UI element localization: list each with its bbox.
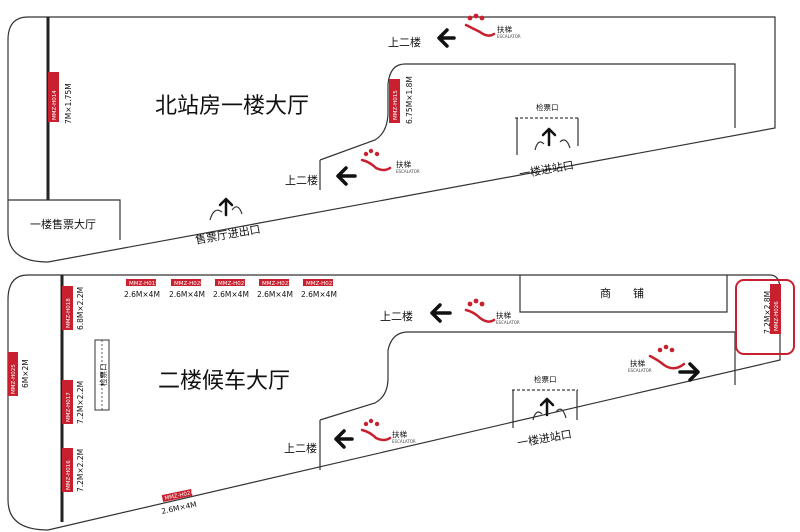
floor1-ticket-hall-box bbox=[8, 199, 121, 240]
floor2-top-ads: MMZ-H019 2.6M×4M MMZ-H020 2.6M×4M MMZ-H0… bbox=[124, 279, 337, 299]
arrow-right-icon bbox=[678, 362, 700, 382]
door-icon bbox=[209, 206, 243, 221]
floor2-shop-label: 商 铺 bbox=[600, 286, 644, 300]
escalator-icon bbox=[464, 298, 496, 323]
ad-badge-h021 bbox=[215, 279, 245, 286]
escalator-icon bbox=[360, 148, 392, 172]
ad-size-h019: 2.6M×4M bbox=[124, 290, 160, 299]
floor2-escalator-sub-right: ESCALATOR bbox=[628, 368, 652, 373]
ad-size-h017: 7.2M×2.2M bbox=[76, 381, 85, 424]
floor2-entrance-label: 一楼进站口 bbox=[516, 427, 573, 450]
ad-code-h023: MMZ-H023 bbox=[306, 281, 336, 287]
floor1-entrance-label: 一楼进站口 bbox=[518, 158, 575, 181]
arrow-left-icon bbox=[336, 166, 357, 186]
ad-size-h026: 7.2M×2.8M bbox=[763, 291, 772, 334]
floor1-escalator-sub-top: ESCALATOR bbox=[497, 34, 521, 39]
ad-size-h018: 6.8M×2.2M bbox=[76, 287, 85, 330]
ad-code-h017: MMZ-H017 bbox=[66, 392, 72, 422]
ad-size-h021: 2.6M×4M bbox=[213, 290, 249, 299]
ad-badge-h016 bbox=[62, 448, 73, 492]
ad-badge-h025 bbox=[8, 352, 18, 396]
ad-code-h022: MMZ-H022 bbox=[262, 281, 292, 287]
arrow-left-icon bbox=[430, 303, 452, 323]
ad-code-h019: MMZ-H019 bbox=[129, 281, 159, 287]
ad-code-h025: MMZ-H025 bbox=[11, 364, 17, 394]
ad-badge-h014 bbox=[48, 72, 59, 122]
escalator-icon bbox=[464, 13, 496, 37]
floor2-shop-box bbox=[519, 275, 728, 313]
arrow-left-icon bbox=[437, 28, 456, 48]
floor1-escalator-sub-mid: ESCALATOR bbox=[396, 169, 420, 174]
floor2-inner-wall bbox=[319, 331, 736, 470]
floor2-gate-label: 检票口 bbox=[534, 374, 557, 384]
floor2-left-gate-label: 检票口 bbox=[98, 364, 108, 387]
floor1-escalator-label-mid: 扶梯 bbox=[396, 159, 411, 169]
floor1-exit-label: 售票厅进出口 bbox=[194, 222, 261, 247]
ad-badge-h020 bbox=[171, 279, 201, 286]
escalator-icon bbox=[360, 418, 392, 442]
ad-code-h015: MMZ-H015 bbox=[393, 90, 399, 120]
ad-badge-h018 bbox=[62, 286, 73, 330]
highlight-frame-h026 bbox=[735, 279, 795, 355]
floor2-outline bbox=[7, 274, 781, 531]
ad-code-h018: MMZ-H018 bbox=[66, 298, 72, 328]
escalator-icon bbox=[648, 344, 686, 370]
floor2-plan: 商 铺 二楼候车大厅 MMZ-H019 2.6M×4M MMZ-H020 2.6… bbox=[7, 274, 795, 531]
door-icon bbox=[532, 408, 567, 421]
floor2-escalator-label-right: 扶梯 bbox=[630, 358, 645, 368]
arrow-up-icon bbox=[539, 397, 555, 417]
floor1-ticket-hall-label: 一楼售票大厅 bbox=[30, 217, 96, 231]
floor1-escalator-label-top: 扶梯 bbox=[497, 24, 512, 34]
door-icon bbox=[534, 139, 571, 151]
ad-size-h016: 7.2M×2.2M bbox=[76, 449, 85, 492]
ad-size-h025: 6M×2M bbox=[21, 359, 30, 388]
ad-badge-h024 bbox=[161, 488, 193, 503]
floor2-gate-posts bbox=[512, 390, 578, 428]
floor1-gate-posts bbox=[516, 118, 579, 155]
arrow-up-icon bbox=[541, 127, 557, 147]
ad-code-h020: MMZ-H020 bbox=[174, 281, 204, 287]
floor1-up-label-mid: 上二楼 bbox=[285, 173, 318, 187]
ad-badge-h019 bbox=[126, 279, 156, 286]
arrow-left-icon bbox=[334, 429, 354, 449]
floor2-up-label-top: 上二楼 bbox=[380, 309, 413, 323]
floor2-escalator-sub-top: ESCALATOR bbox=[496, 320, 520, 325]
ad-badge-h022 bbox=[259, 279, 289, 286]
ad-code-h016: MMZ-H016 bbox=[66, 460, 72, 490]
ad-badge-h015 bbox=[389, 79, 400, 123]
floor2-escalator-sub-bottom: ESCALATOR bbox=[392, 439, 416, 444]
floor2-escalator-label-top: 扶梯 bbox=[496, 310, 511, 320]
floor2-up-label-bottom: 上二楼 bbox=[284, 441, 317, 455]
ad-size-h022: 2.6M×4M bbox=[257, 290, 293, 299]
floor1-title: 北站房一楼大厅 bbox=[155, 94, 309, 119]
arrow-up-icon bbox=[218, 197, 234, 217]
ad-code-h026: MMZ-H026 bbox=[774, 301, 780, 331]
floor1-up-label-top: 上二楼 bbox=[388, 35, 421, 49]
ad-size-h015: 6.75M×1.8M bbox=[405, 76, 414, 124]
ad-size-h014: 7M×1.75M bbox=[64, 83, 73, 124]
floor1-outline bbox=[7, 16, 776, 263]
floor1-gate-label: 检票口 bbox=[536, 102, 559, 112]
ad-size-h020: 2.6M×4M bbox=[169, 290, 205, 299]
floor2-escalator-label-bottom: 扶梯 bbox=[392, 429, 407, 439]
floor2-title: 二楼候车大厅 bbox=[158, 369, 290, 394]
ad-code-h021: MMZ-H021 bbox=[218, 281, 248, 287]
ad-code-h014: MMZ-H014 bbox=[52, 90, 58, 120]
ad-size-h023: 2.6M×4M bbox=[301, 290, 337, 299]
floor1-plan: 一楼售票大厅 北站房一楼大厅 MMZ-H014 7M×1.75M MMZ-H01… bbox=[7, 13, 776, 263]
floor1-inner-wall bbox=[319, 63, 736, 190]
ad-badge-h017 bbox=[62, 380, 73, 424]
ad-badge-h023 bbox=[303, 279, 333, 286]
ad-badge-h026 bbox=[770, 284, 781, 334]
